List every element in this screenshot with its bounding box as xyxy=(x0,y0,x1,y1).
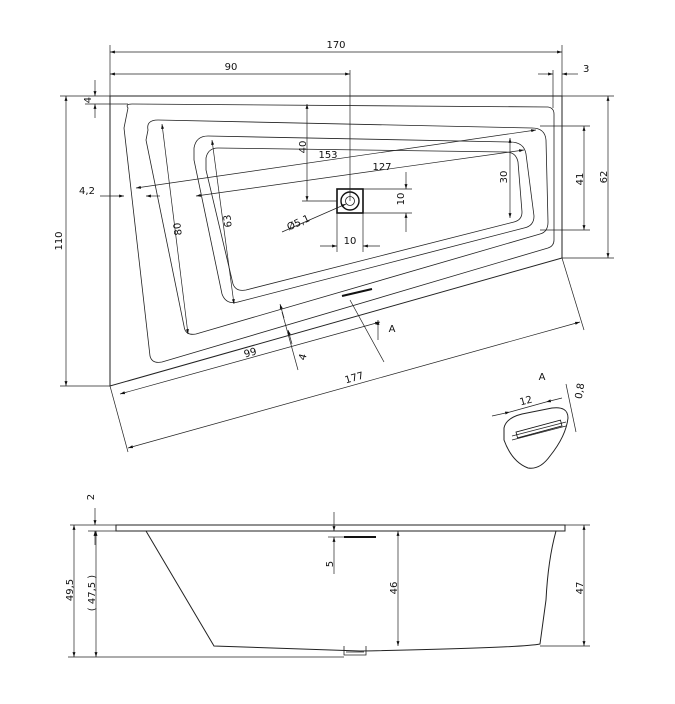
dim-length-99: 99 xyxy=(243,346,258,360)
dim-diag-153: 153 xyxy=(318,150,337,161)
dim-drain-10-horizontal: 10 xyxy=(344,236,357,247)
dim-left-4-2: 4,2 xyxy=(79,186,95,197)
side-dim-rim-2: 2 xyxy=(86,494,97,500)
dim-drain-90: 90 xyxy=(225,62,238,73)
dim-rim-4-top: 4 xyxy=(83,97,94,103)
dim-height-110: 110 xyxy=(54,231,65,250)
section-marker-a: A xyxy=(389,324,396,335)
dim-right-62: 62 xyxy=(599,171,610,184)
top-view-basin-outer xyxy=(145,119,549,335)
detail-a: A 12 0,8 xyxy=(491,372,588,469)
side-view: 2 49,5 ( 47,5 ) 5 46 47 xyxy=(65,494,590,658)
side-dim-49-5: 49,5 xyxy=(65,579,76,601)
detail-a-slot xyxy=(515,419,563,439)
dim-drain-diameter: Ø5,1 xyxy=(285,212,312,233)
top-view-basin-inner xyxy=(193,135,535,304)
dim-drain-40: 40 xyxy=(298,141,309,154)
overflow-slot xyxy=(341,288,373,297)
side-dim-47: 47 xyxy=(575,582,586,595)
side-view-rim xyxy=(115,524,566,532)
side-view-body xyxy=(145,530,557,652)
detail-a-shape xyxy=(503,407,569,469)
top-view-rim-edge xyxy=(123,103,555,363)
side-dim-overflow-5: 5 xyxy=(325,561,336,567)
top-view-outer-rim xyxy=(109,95,563,387)
side-dim-47-5: ( 47,5 ) xyxy=(87,575,98,612)
detail-a-dim-0-8: 0,8 xyxy=(574,382,588,400)
detail-a-dim-12: 12 xyxy=(519,395,534,409)
dim-drain-10-vertical: 10 xyxy=(396,193,407,206)
dim-width-170: 170 xyxy=(326,40,345,51)
detail-a-label: A xyxy=(539,372,546,383)
dim-edge-3: 3 xyxy=(583,64,589,75)
dim-inner-30: 30 xyxy=(499,171,510,184)
side-dim-46: 46 xyxy=(389,582,400,595)
dim-inner-80: 80 xyxy=(172,222,184,236)
dim-right-41: 41 xyxy=(575,173,586,186)
dim-diag-127: 127 xyxy=(372,162,391,173)
top-view: 170 90 3 4 110 62 41 40 xyxy=(54,40,614,453)
side-view-drain xyxy=(343,646,367,656)
dim-length-177: 177 xyxy=(344,371,365,387)
dim-inner-63: 63 xyxy=(222,214,234,228)
dim-rim-4-bottom: 4 xyxy=(297,353,309,362)
